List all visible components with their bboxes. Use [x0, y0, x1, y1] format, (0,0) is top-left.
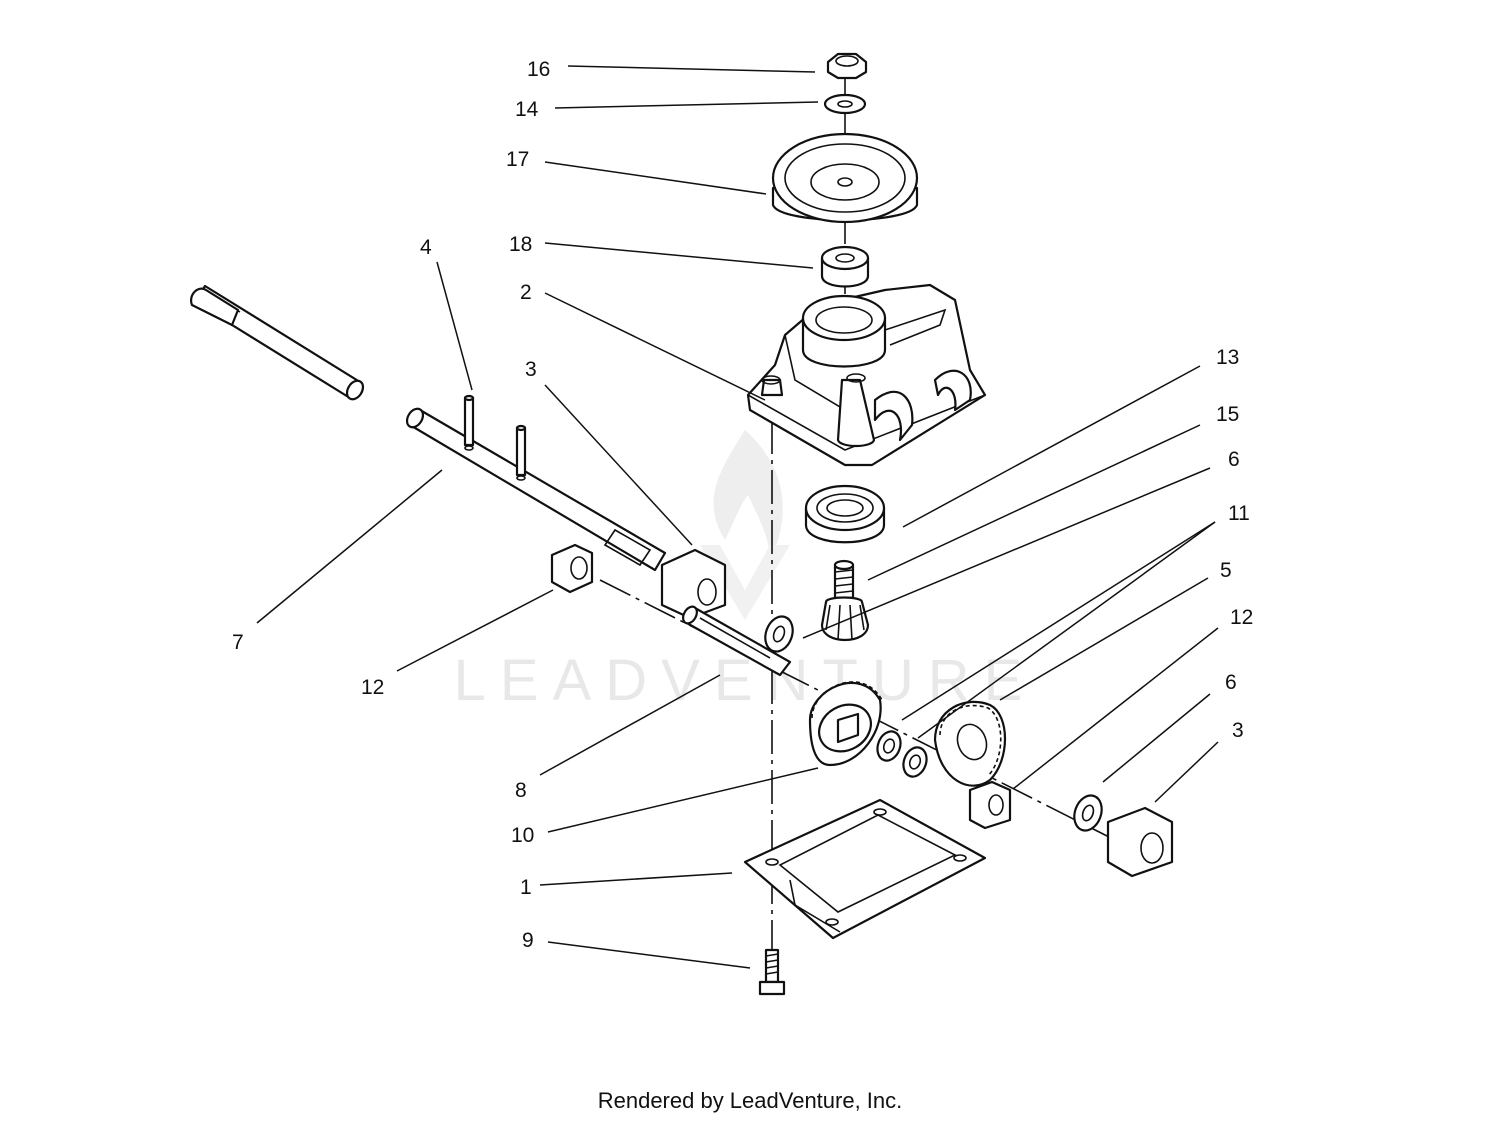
washer-11b: [902, 746, 928, 778]
axle-shaft-main: [405, 407, 667, 572]
lower-housing-cover: [743, 798, 987, 940]
roll-pin-2: [515, 424, 527, 481]
washer-11a: [876, 730, 902, 762]
roll-pin-1: [463, 394, 475, 451]
axle-shaft-upper: [190, 284, 365, 401]
callout-1: 1: [520, 876, 532, 899]
washer-top: [823, 93, 867, 115]
callout-6: 6: [1228, 448, 1240, 471]
watermark: LEADVENTURE: [454, 430, 1037, 713]
upper-gear-housing: [746, 283, 987, 467]
flange-bushing-left: [550, 543, 594, 594]
spacer-bushing: [820, 245, 870, 288]
pulley: [771, 132, 919, 224]
thrust-washer-right: [1073, 794, 1103, 832]
callout-17: 17: [506, 148, 529, 171]
watermark-text: LEADVENTURE: [454, 648, 1037, 713]
callout-3: 3: [525, 358, 537, 381]
callout-12-right: 12: [1230, 606, 1253, 629]
flange-bushing-middle: [660, 548, 727, 620]
gear-shaft-pin: [682, 605, 792, 677]
shaft-axis-line: [599, 579, 1116, 841]
callout-14: 14: [515, 98, 539, 121]
driven-gear: [808, 681, 883, 767]
ball-bearing: [804, 484, 886, 544]
flange-bushing-right-small: [968, 780, 1012, 830]
callout-7: 7: [232, 631, 244, 654]
callout-3-right: 3: [1232, 719, 1244, 742]
thrust-washer-middle: [764, 615, 794, 653]
callout-18: 18: [509, 233, 532, 256]
hex-nut: [826, 52, 868, 80]
callout-13: 13: [1216, 346, 1239, 369]
callout-12-left: 12: [361, 676, 384, 699]
callout-2: 2: [520, 281, 532, 304]
callout-15: 15: [1216, 403, 1239, 426]
cover-screw: [758, 948, 786, 996]
callout-16: 16: [527, 58, 550, 81]
callout-labels: 16 14 17 18 2 4 3 13 15 6 11 5 12 6 3 7 …: [232, 58, 1253, 952]
callout-9: 9: [522, 929, 534, 952]
flange-bushing-right-large: [1106, 806, 1174, 878]
callout-11: 11: [1228, 502, 1250, 525]
callout-6-right: 6: [1225, 671, 1237, 694]
callout-5: 5: [1220, 559, 1232, 582]
pinion-gear: [820, 559, 870, 642]
drive-gear: [933, 700, 1007, 787]
footer-credit: Rendered by LeadVenture, Inc.: [597, 1088, 903, 1113]
leader-lines: [256, 65, 1219, 969]
callout-10: 10: [511, 824, 534, 847]
callout-8: 8: [515, 779, 527, 802]
callout-4: 4: [420, 236, 432, 259]
